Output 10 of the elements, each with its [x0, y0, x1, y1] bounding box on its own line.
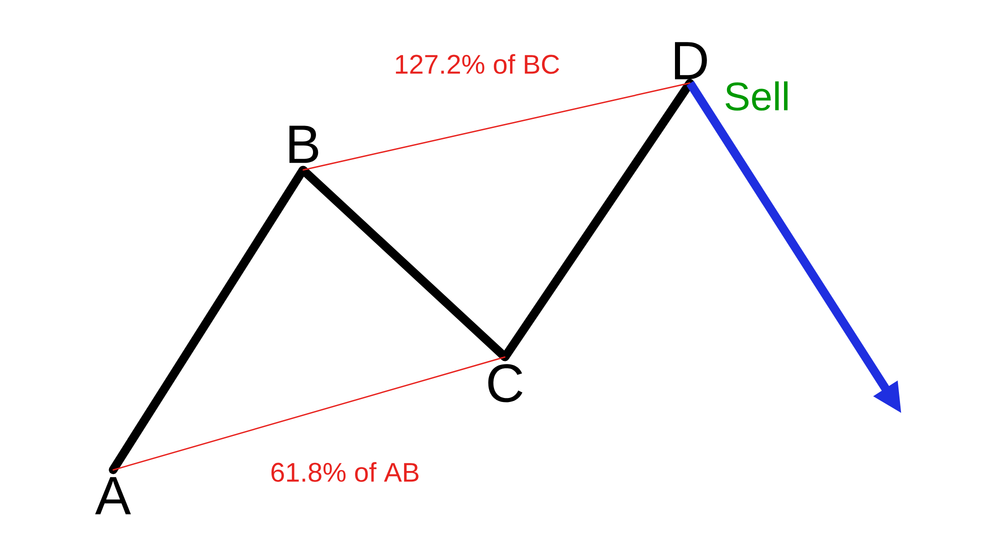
line [112, 356, 506, 471]
edge-label: 61.8% of AB [271, 462, 418, 482]
edge-label: 127.2% of BC [396, 54, 560, 74]
line [302, 82, 690, 171]
vertex-label: D [674, 42, 707, 80]
signal-label: Sell [726, 81, 788, 111]
vertex-label: A [95, 477, 131, 514]
line [500, 78, 694, 362]
vertex-label: B [289, 126, 318, 163]
vertex-label: C [488, 364, 522, 402]
